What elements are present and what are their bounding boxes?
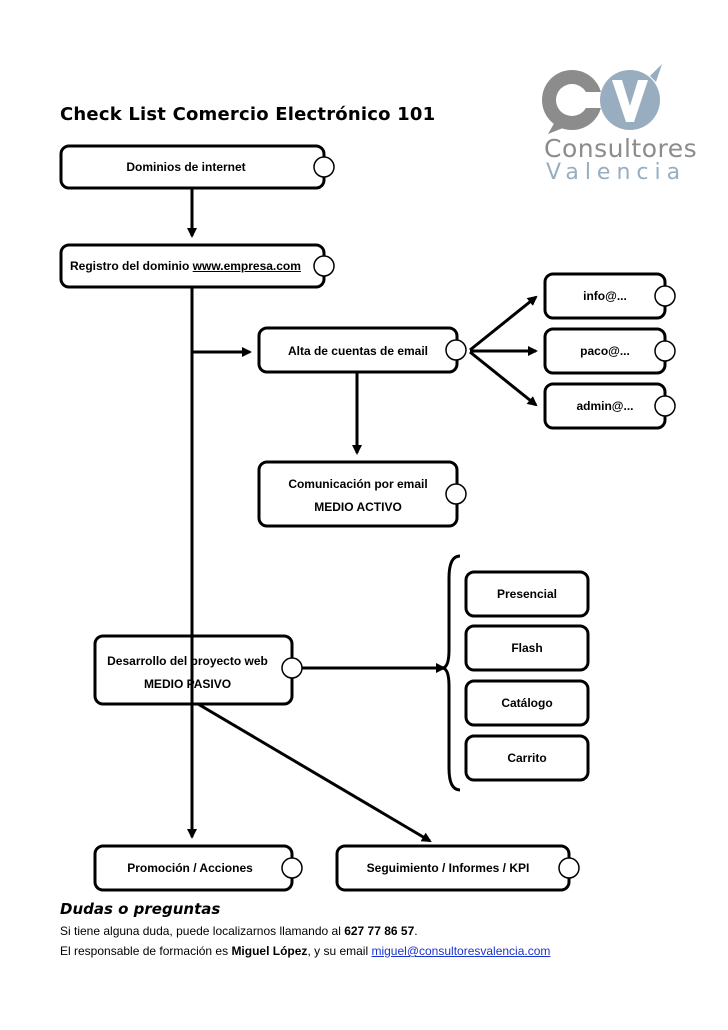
page-title: Check List Comercio Electrónico 101 (60, 104, 436, 125)
phone-number: 627 77 86 57 (344, 924, 415, 938)
label-dominios: Dominios de internet (126, 160, 246, 174)
checkbox-circle[interactable] (654, 340, 676, 362)
box-comunicacion (257, 460, 459, 528)
footer-phone-prefix: Si tiene alguna duda, puede localizarnos… (60, 924, 345, 938)
footer-phone-suffix: . (414, 924, 418, 938)
footer-contact-middle: , y su email (307, 944, 372, 958)
label-presencial: Presencial (496, 587, 558, 601)
box-flash (464, 624, 590, 672)
box-carrito (464, 734, 590, 782)
arrow-desarrollo-seguimiento (197, 702, 432, 843)
label-desarrollo-line1: Desarrollo del proyecto web (107, 654, 268, 668)
arrow-alta-info (469, 295, 538, 352)
checkbox-circle[interactable] (445, 339, 467, 361)
label-comunicacion-line2: MEDIO ACTIVO (314, 500, 402, 514)
checkbox-circle[interactable] (558, 857, 580, 879)
logo-mark (542, 64, 662, 134)
email-link[interactable]: miguel@consultoresvalencia.com (371, 944, 551, 958)
checkbox-circle[interactable] (654, 285, 676, 307)
footer-contact-prefix: El responsable de formación es (60, 944, 232, 958)
label-registro-prefix: Registro del dominio (70, 259, 193, 273)
label-comunicacion-line1: Comunicación por email (288, 477, 428, 491)
logo: Consultores Valencia (538, 62, 697, 185)
link-empresa-domain[interactable]: www.empresa.com (192, 259, 301, 273)
label-registro: Registro del dominio www.empresa.com (70, 259, 301, 273)
label-carrito: Carrito (507, 751, 547, 765)
box-catalogo (464, 679, 590, 727)
brace-opciones (441, 554, 461, 792)
label-catalogo: Catálogo (501, 696, 553, 710)
label-info: info@... (583, 289, 627, 303)
label-alta-email: Alta de cuentas de email (287, 344, 429, 358)
checkbox-circle[interactable] (281, 657, 303, 679)
label-admin: admin@... (576, 399, 634, 413)
checkbox-circle[interactable] (313, 156, 335, 178)
label-seguimiento: Seguimiento / Informes / KPI (366, 861, 530, 875)
checkbox-circle[interactable] (281, 857, 303, 879)
footer-line-contact: El responsable de formación es Miguel Ló… (60, 944, 700, 958)
footer-contact: Dudas o preguntas Si tiene alguna duda, … (60, 900, 700, 964)
checkbox-circle[interactable] (313, 255, 335, 277)
footer-line-phone: Si tiene alguna duda, puede localizarnos… (60, 924, 700, 938)
label-desarrollo-line2: MEDIO PASIVO (143, 677, 232, 691)
label-paco: paco@... (580, 344, 630, 358)
checkbox-circle[interactable] (445, 483, 467, 505)
logo-text-consultores: Consultores (544, 134, 698, 163)
contact-person: Miguel López (231, 944, 308, 958)
arrow-alta-admin (469, 350, 538, 407)
logo-text-valencia: Valencia (546, 160, 687, 185)
box-presencial (464, 570, 590, 618)
footer-title: Dudas o preguntas (60, 900, 221, 918)
label-flash: Flash (511, 641, 543, 655)
checkbox-circle[interactable] (654, 395, 676, 417)
label-promocion: Promoción / Acciones (127, 861, 253, 875)
